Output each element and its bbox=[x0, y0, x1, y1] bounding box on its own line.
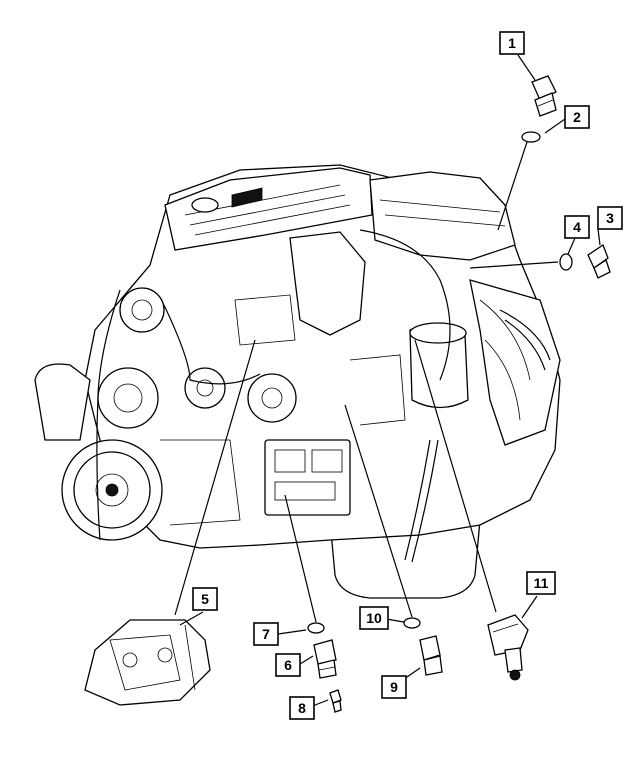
callout-6: 6 bbox=[275, 653, 301, 677]
o-ring-part-4 bbox=[559, 253, 573, 271]
callout-7: 7 bbox=[253, 622, 279, 646]
o-ring-part-10 bbox=[403, 617, 421, 629]
callout-1: 1 bbox=[499, 31, 525, 55]
callout-11: 11 bbox=[526, 571, 556, 595]
sensor-bracket-part-5 bbox=[84, 619, 211, 706]
sensor-part-6 bbox=[313, 639, 337, 679]
fitting-part-8 bbox=[329, 689, 342, 713]
callout-2-label: 2 bbox=[573, 109, 581, 125]
callout-3-label: 3 bbox=[606, 210, 614, 226]
callout-5: 5 bbox=[192, 587, 218, 611]
callout-1-label: 1 bbox=[508, 35, 516, 51]
callout-10: 10 bbox=[359, 606, 389, 630]
sensor-part-1 bbox=[531, 75, 557, 117]
callout-7-label: 7 bbox=[262, 626, 270, 642]
callout-9: 9 bbox=[381, 675, 407, 699]
callout-4: 4 bbox=[564, 215, 590, 239]
callout-8: 8 bbox=[289, 696, 315, 720]
callout-11-label: 11 bbox=[534, 575, 549, 591]
callout-10-label: 10 bbox=[366, 610, 382, 626]
callout-6-label: 6 bbox=[284, 657, 292, 673]
callout-2: 2 bbox=[564, 105, 590, 129]
callout-4-label: 4 bbox=[573, 219, 581, 235]
o-ring-part-7 bbox=[307, 622, 325, 634]
callout-9-label: 9 bbox=[390, 679, 398, 695]
callout-3: 3 bbox=[597, 206, 623, 230]
callout-5-label: 5 bbox=[201, 591, 209, 607]
callout-8-label: 8 bbox=[298, 700, 306, 716]
sensor-part-11 bbox=[487, 614, 529, 681]
sensor-part-9 bbox=[419, 635, 443, 676]
o-ring-part-2 bbox=[521, 131, 541, 143]
engine-illustration bbox=[34, 164, 561, 599]
sensor-part-3 bbox=[587, 244, 611, 279]
